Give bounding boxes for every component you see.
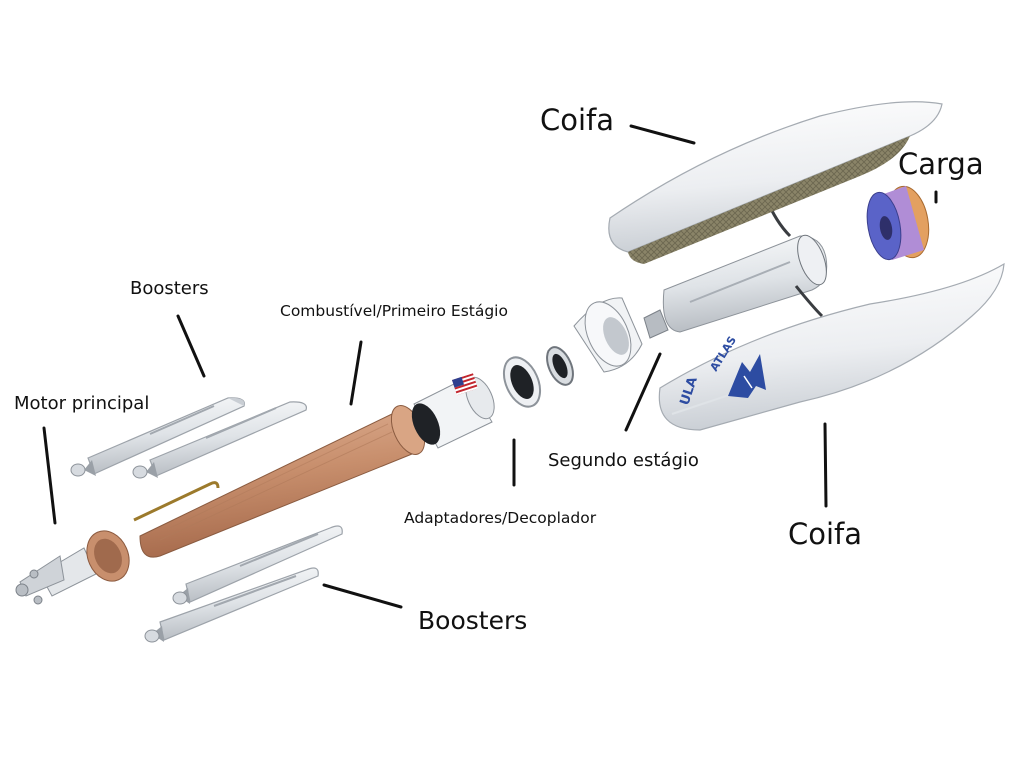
booster-upper-right xyxy=(132,401,307,479)
label-adaptadores-decoplador: Adaptadores/Decoplador xyxy=(404,509,597,527)
leader-line-motor-principal xyxy=(42,426,57,525)
label-coifa-bottom: Coifa xyxy=(788,517,863,551)
adapter-ring-2 xyxy=(546,346,574,386)
label-segundo-estagio: Segundo estágio xyxy=(548,450,699,471)
leader-line-combustivel xyxy=(349,340,363,406)
payload xyxy=(866,185,930,261)
leader-line-boosters-bottom xyxy=(322,583,403,609)
label-boosters-top: Boosters xyxy=(130,278,209,299)
adapter-ring-1 xyxy=(502,356,542,408)
interstage-adapter xyxy=(411,373,495,449)
label-carga: Carga xyxy=(898,147,984,181)
label-motor-principal: Motor principal xyxy=(14,393,150,414)
label-coifa-top: Coifa xyxy=(540,103,615,137)
leader-line-boosters-top xyxy=(176,314,206,378)
leader-line-segundo-estagio xyxy=(624,352,662,432)
booster-lower-left xyxy=(172,525,343,605)
adapter-cone xyxy=(573,297,643,373)
fairing-upper xyxy=(608,101,943,264)
atlas-logo xyxy=(728,354,766,398)
leader-line-coifa-bottom xyxy=(823,422,828,508)
second-stage xyxy=(643,197,828,339)
label-combustivel-primeiro-estagio: Combustível/Primeiro Estágio xyxy=(280,302,508,320)
booster-lower-right xyxy=(144,567,319,643)
booster-upper-left xyxy=(70,397,245,477)
leader-line-coifa-top xyxy=(629,124,696,145)
main-engine xyxy=(15,530,130,605)
label-boosters-bottom: Boosters xyxy=(418,606,528,635)
